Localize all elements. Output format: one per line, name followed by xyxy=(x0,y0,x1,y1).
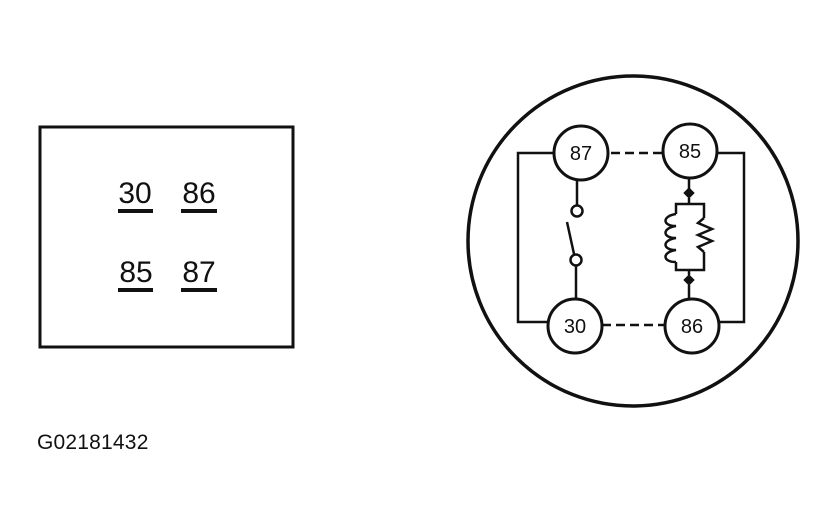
terminal-30: 30 xyxy=(546,297,604,355)
terminal-87: 87 xyxy=(552,124,610,182)
pin-label-86: 86 xyxy=(182,177,215,210)
relay-schematic: 87 85 30 86 xyxy=(466,74,800,408)
pin-label-87: 87 xyxy=(182,256,215,289)
terminal-label-86: 86 xyxy=(681,316,703,338)
terminal-label-87: 87 xyxy=(570,143,592,165)
pin-label-85: 85 xyxy=(119,256,152,289)
figure-reference-code: G02181432 xyxy=(37,431,149,454)
relay-housing-circle xyxy=(466,74,800,408)
connector-outline xyxy=(38,125,295,349)
terminal-label-30: 30 xyxy=(564,316,586,338)
resistor-symbol xyxy=(694,217,716,253)
connector-face: 30 86 85 87 xyxy=(38,125,295,349)
terminal-label-85: 85 xyxy=(679,141,701,163)
wire-left-loop xyxy=(516,151,557,324)
switch-contact-symbol xyxy=(565,179,584,300)
pin-label-30: 30 xyxy=(118,177,151,210)
coil-branch xyxy=(664,177,716,298)
terminal-85: 85 xyxy=(661,122,719,180)
terminal-86: 86 xyxy=(663,297,721,355)
wire-right-loop xyxy=(716,151,746,324)
relay-coil-symbol xyxy=(664,212,677,264)
